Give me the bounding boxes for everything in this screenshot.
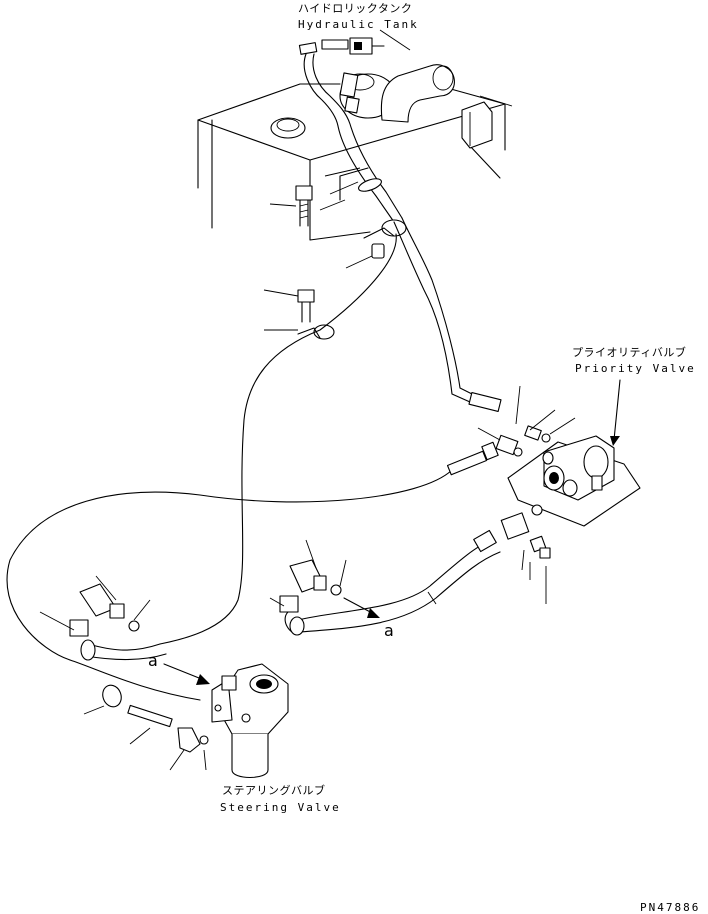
priority-valve-port [583, 445, 609, 479]
tank-bracket [461, 101, 493, 149]
hydraulic-tank-label: ハイドロリックタンク Hydraulic Tank [298, 2, 419, 31]
filler-cap [270, 117, 306, 139]
return-elbow-pipe [380, 64, 455, 123]
steering-valve [211, 663, 289, 779]
steering-valve-block [221, 663, 289, 735]
hydraulic-tank-label-en: Hydraulic Tank [298, 18, 419, 31]
steering-valve-label-jp: ステアリングバルブ [222, 783, 326, 797]
priority-valve-label-jp: プライオリティバルブ [572, 345, 686, 359]
steering-valve-label-en: Steering Valve [220, 801, 341, 814]
priority-valve-fittings [446, 425, 551, 559]
steering-valve-fittings [102, 684, 209, 753]
reference-a-right: a [384, 621, 394, 640]
hydraulic-tank-label-jp: ハイドロリックタンク [298, 2, 412, 15]
priority-valve [507, 379, 641, 527]
mounting-bolt-middle [297, 289, 315, 323]
reference-a-left: a [148, 651, 158, 670]
spacer-collar [371, 243, 385, 259]
steering-supply-hose [6, 233, 453, 701]
return-hose [393, 217, 502, 413]
steering-left-hose-assembly [69, 583, 167, 661]
mounting-bolt-upper [295, 185, 313, 227]
hydraulic-tank [197, 37, 506, 241]
priority-valve-label-en: Priority Valve [575, 362, 696, 375]
tank-suction-hose [303, 53, 403, 223]
steering-valve-label: ステアリングバルブ Steering Valve [220, 783, 341, 814]
steering-return-hose-assembly [279, 529, 501, 636]
priority-valve-label: プライオリティバルブ Priority Valve [572, 345, 696, 375]
part-number: PN47886 [640, 901, 700, 914]
